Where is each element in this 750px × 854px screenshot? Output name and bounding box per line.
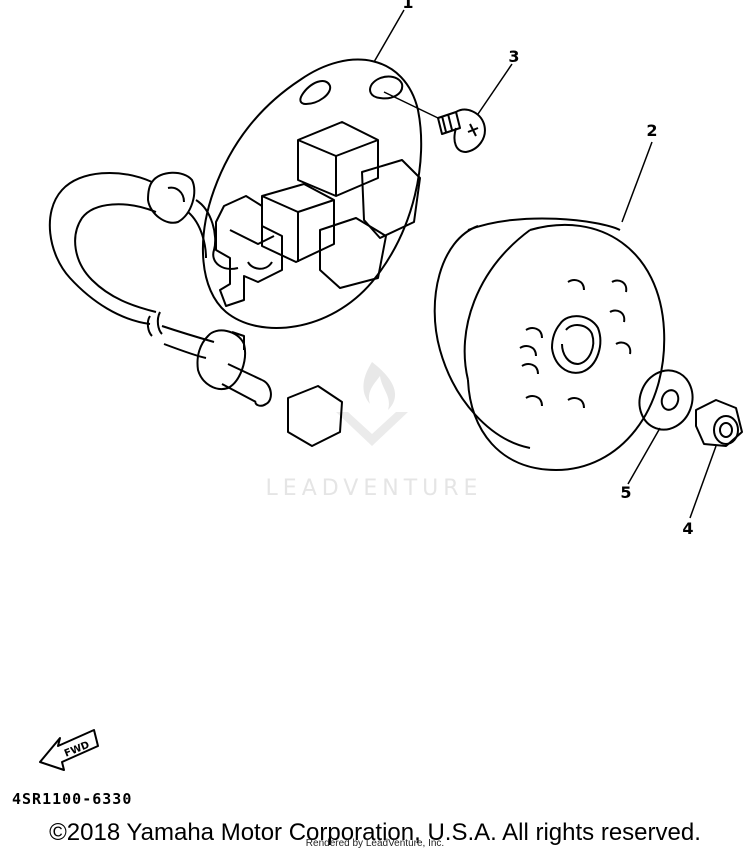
forward-direction-arrow: FWD <box>39 729 99 771</box>
copyright-notice: ©2018 Yamaha Motor Corporation, U.S.A. A… <box>49 819 701 846</box>
leadventure-watermark: LEADVENTURE <box>266 362 483 501</box>
callout-2: 2 <box>646 121 657 140</box>
rendered-by-note: Rendered by LeadVenture, Inc. <box>305 838 445 849</box>
callout-5: 5 <box>620 483 631 502</box>
watermark-text: LEADVENTURE <box>266 476 483 501</box>
flywheel-rotor <box>433 217 666 471</box>
callout-3: 3 <box>508 47 519 66</box>
callout-4: 4 <box>682 519 693 538</box>
callout-1: 1 <box>402 0 413 12</box>
leader-lines <box>373 9 717 519</box>
screw <box>437 108 486 153</box>
washer <box>638 369 694 431</box>
nut <box>695 399 743 447</box>
diagram-part-code: 4SR1100-6330 <box>12 790 133 808</box>
stator-assembly <box>48 58 423 447</box>
